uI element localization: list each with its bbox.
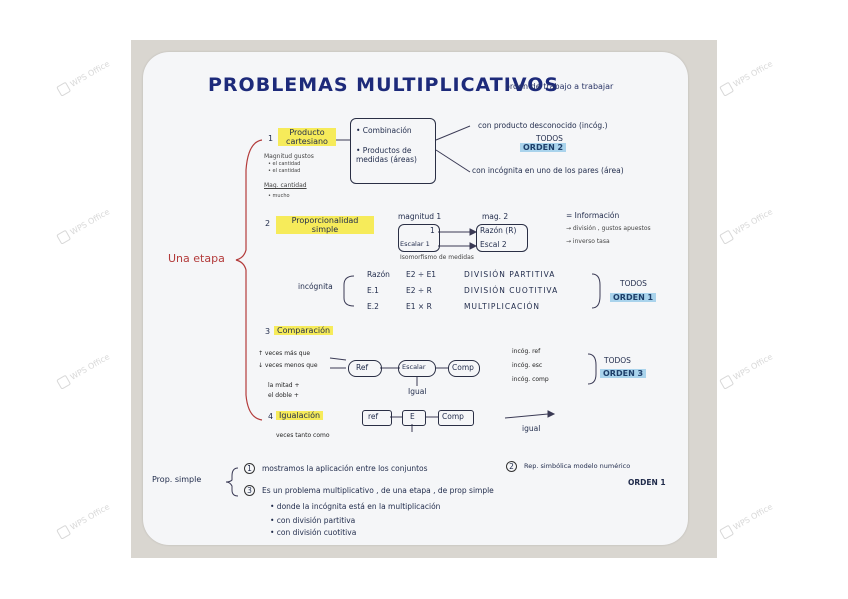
b3-comp-box — [448, 360, 480, 377]
b4-ref: ref — [368, 412, 379, 421]
branch-4-label: Igualación — [276, 411, 324, 420]
b2-row-c: DIVISIÓN CUOTITIVA — [464, 286, 559, 295]
b2-mag1: magnitud 1 — [398, 212, 442, 221]
b3-note: ↓ veces menos que — [258, 362, 318, 369]
b2-row-b: E1 × R — [406, 302, 432, 311]
bottom-t2: Rep. simbólica modelo numérico — [524, 462, 631, 470]
b3-right: incóg. comp — [512, 376, 549, 383]
b3-orden: ORDEN 3 — [600, 369, 647, 378]
bottom-bullet: • con división partitiva — [270, 516, 356, 525]
b3-right: incóg. esc — [512, 362, 543, 369]
branch-1-note: Magnitud gustos — [264, 153, 314, 160]
box-item-productos: • Productos de medidas (áreas) — [356, 146, 417, 164]
branch-4-number: 4 — [268, 412, 274, 421]
branch-2-label: Proporcionalidad simple — [276, 216, 374, 234]
bottom-label: Prop. simple — [152, 475, 202, 484]
left-label: Una etapa — [168, 252, 225, 265]
branch-2-number: 2 — [265, 219, 271, 228]
bottom-bullet: • con división cuotitiva — [270, 528, 357, 537]
b2-escal: Escalar 1 — [400, 240, 430, 248]
bottom-t3: Es un problema multiplicativo , de una e… — [262, 486, 494, 495]
branch-1-note: • mucho — [268, 193, 290, 199]
bottom-n2: 2 — [506, 461, 517, 472]
bottom-bullet: • donde la incógnita está en la multipli… — [270, 502, 441, 511]
b4-comp: Comp — [442, 412, 464, 421]
b2-info-2: → división , gustos apuestos — [566, 225, 651, 232]
b2-row-a: E.1 — [367, 286, 379, 295]
b3-comp: Comp — [452, 363, 474, 372]
b2-info-1: = Información — [566, 211, 620, 220]
b2-info-3: → inverso tasa — [566, 238, 610, 245]
b2-incognita: incógnita — [298, 282, 333, 291]
branch-1-box — [350, 118, 436, 184]
b4-note: veces tanto como — [276, 432, 330, 439]
bottom-t1: mostramos la aplicación entre los conjun… — [262, 464, 428, 473]
b3-right: incóg. ref — [512, 348, 541, 355]
page-subtitle: orden de trabajo a trabajar — [505, 82, 614, 91]
b2-orden: ORDEN 1 — [610, 293, 657, 302]
b2-todos: TODOS — [620, 279, 647, 288]
notes-card — [143, 52, 688, 545]
b2-right-box — [476, 224, 528, 252]
bottom-n3: 3 — [244, 485, 255, 496]
bottom-n1: 1 — [244, 463, 255, 474]
b3-escalar-box — [398, 360, 436, 377]
b2-row-c: MULTIPLICACIÓN — [464, 302, 541, 311]
b2-row-a: Razón — [367, 270, 390, 279]
b3-ref-box — [348, 360, 382, 377]
b3-igual: Igual — [408, 387, 427, 396]
b2-row-c: DIVISIÓN PARTITIVA — [464, 270, 556, 279]
branch-1-note: • el cantidad — [268, 161, 301, 167]
b2-one: 1 — [430, 226, 435, 235]
b3-escalar: Escalar — [402, 363, 426, 371]
b4-ref-box — [362, 410, 392, 426]
box-item-combinacion: • Combinación — [356, 126, 412, 135]
b1-right-line2: con incógnita en uno de los pares (área) — [472, 166, 624, 175]
branch-1-number: 1 — [268, 134, 274, 143]
b2-esca2: Escal 2 — [480, 240, 507, 249]
b4-comp-box — [438, 410, 474, 426]
b3-note: el doble + — [268, 392, 299, 399]
branch-3-number: 3 — [265, 327, 271, 336]
b2-razon: Razón (R) — [480, 226, 517, 235]
b3-todos: TODOS — [604, 356, 631, 365]
b4-igual: igual — [522, 424, 541, 433]
b1-right-orden: ORDEN 2 — [520, 143, 567, 152]
b1-right-todos: TODOS — [536, 134, 563, 143]
page-title: PROBLEMAS MULTIPLICATIVOS — [208, 74, 560, 96]
branch-1-label: Producto cartesiano — [278, 128, 336, 146]
branch-1-note: Mag. cantidad — [264, 182, 307, 189]
b2-left-box — [398, 224, 440, 252]
bottom-orden: ORDEN 1 — [628, 478, 666, 487]
b2-row-b: E2 ÷ E1 — [406, 270, 437, 279]
b2-row-a: E.2 — [367, 302, 379, 311]
b4-e: E — [410, 412, 415, 421]
branch-3-label: Comparación — [274, 326, 334, 335]
branch-1-note: • el cantidad — [268, 168, 301, 174]
b2-row-b: E2 ÷ R — [406, 286, 432, 295]
b3-note: la mitad + — [268, 382, 300, 389]
b4-e-box — [402, 410, 426, 426]
b2-caption: Isomorfismo de medidas — [400, 254, 474, 261]
b2-mag2: mag. 2 — [482, 212, 509, 221]
b3-note: ↑ veces más que — [258, 350, 311, 357]
b1-right-line1: con producto desconocido (incóg.) — [478, 121, 608, 130]
b3-ref: Ref — [356, 363, 369, 372]
